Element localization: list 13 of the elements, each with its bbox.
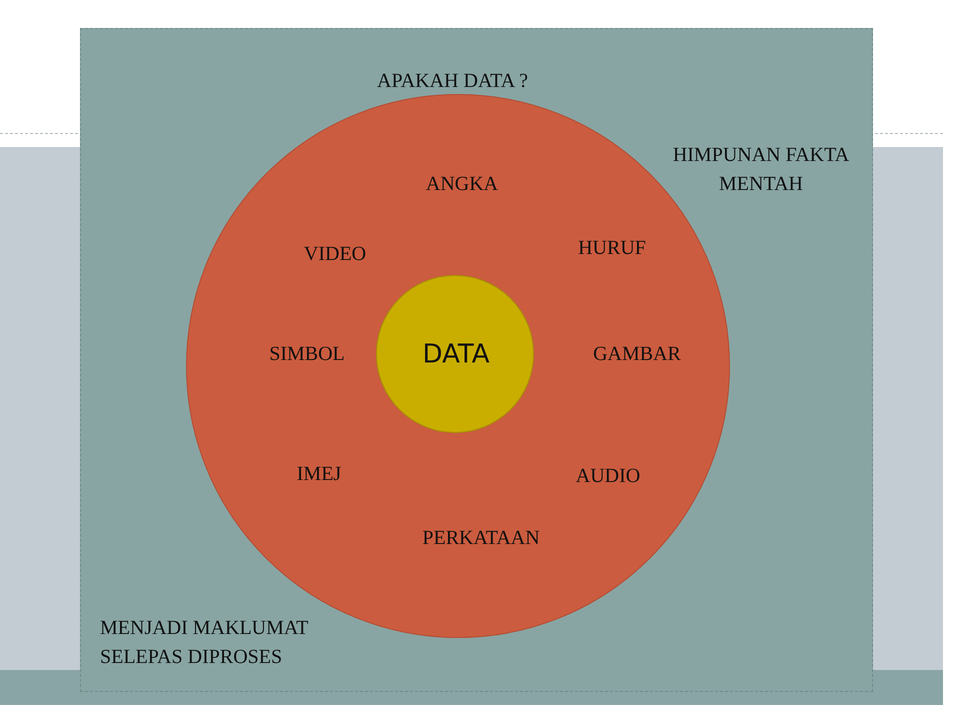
category-label: IMEJ bbox=[296, 462, 342, 487]
category-label: AUDIO bbox=[576, 464, 640, 489]
category-label: PERKATAAN bbox=[422, 526, 540, 551]
category-label: ANGKA bbox=[426, 172, 498, 197]
center-label: DATA bbox=[422, 339, 490, 371]
category-label: GAMBAR bbox=[593, 342, 681, 367]
heading: APAKAH DATA ? bbox=[377, 69, 528, 94]
category-label: VIDEO bbox=[304, 242, 366, 267]
panel bbox=[80, 28, 873, 692]
category-label: HURUF bbox=[578, 236, 646, 261]
definition-text: HIMPUNAN FAKTA MENTAH bbox=[672, 143, 850, 197]
category-label: SIMBOL bbox=[269, 342, 345, 367]
note-text: MENJADI MAKLUMAT SELEPAS DIPROSES bbox=[100, 616, 309, 670]
